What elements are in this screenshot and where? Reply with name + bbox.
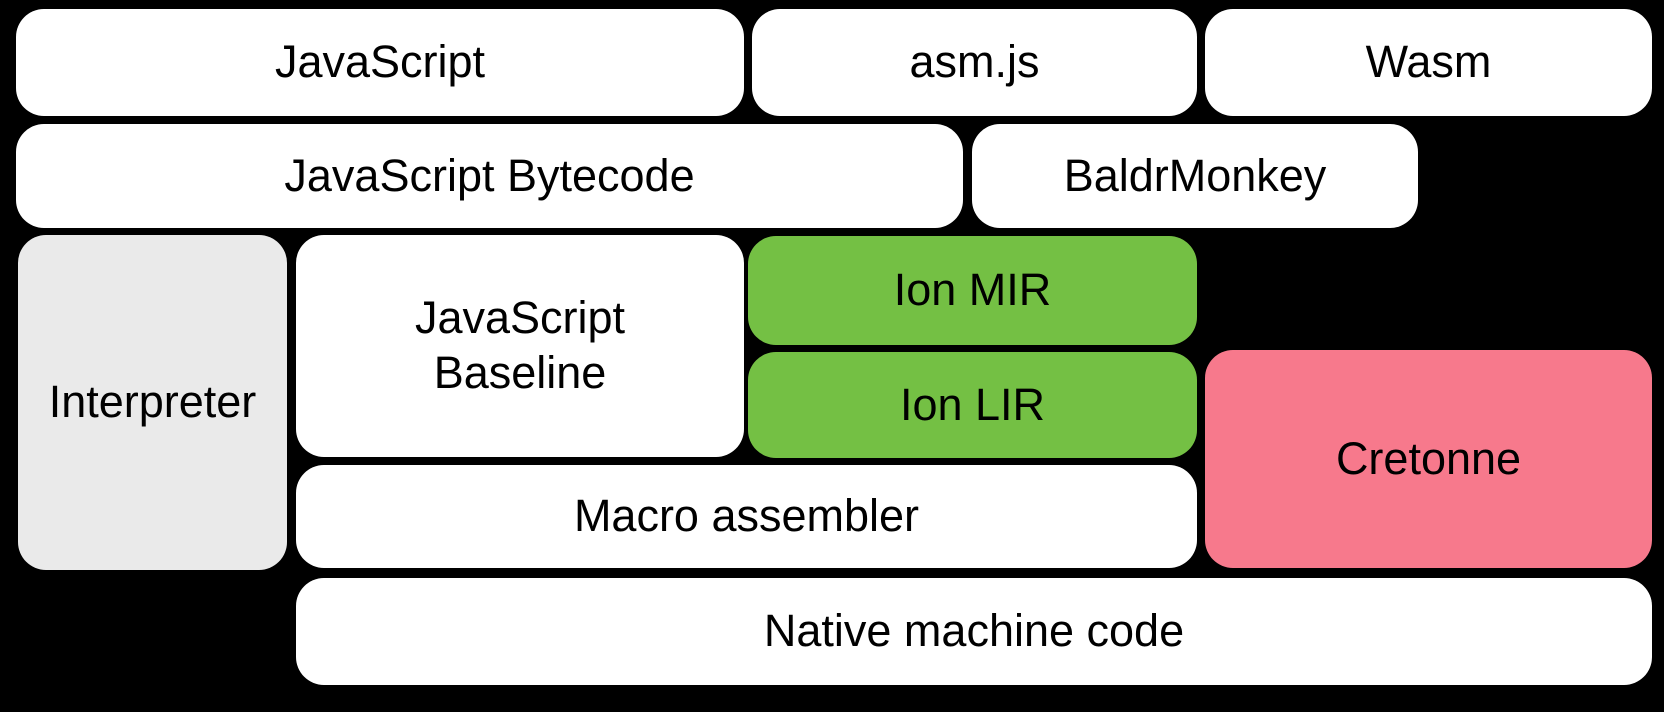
javascript-bytecode-label: JavaScript Bytecode: [284, 149, 695, 201]
macro-assembler-label: Macro assembler: [573, 490, 920, 542]
interpreter-box: Interpreter: [18, 235, 287, 570]
ion-mir-box: Ion MIR: [748, 236, 1197, 345]
javascript-baseline-box: JavaScript Baseline: [296, 235, 744, 457]
javascript-baseline-label: JavaScript Baseline: [414, 292, 626, 398]
baldrmonkey-label: BaldrMonkey: [1063, 149, 1327, 201]
native-machine-code-box: Native machine code: [296, 578, 1652, 685]
javascript-bytecode-box: JavaScript Bytecode: [16, 124, 963, 228]
ion-lir-box: Ion LIR: [748, 352, 1197, 458]
ion-lir-label: Ion LIR: [899, 378, 1046, 430]
ion-mir-label: Ion MIR: [893, 264, 1052, 316]
javascript-box: JavaScript: [16, 9, 744, 116]
javascript-label: JavaScript: [274, 36, 486, 88]
native-machine-code-label: Native machine code: [763, 605, 1185, 657]
cretonne-box: Cretonne: [1205, 350, 1652, 568]
wasm-label: Wasm: [1365, 36, 1492, 88]
cretonne-label: Cretonne: [1335, 432, 1522, 484]
wasm-box: Wasm: [1205, 9, 1652, 116]
interpreter-label: Interpreter: [48, 376, 257, 428]
macro-assembler-box: Macro assembler: [296, 465, 1197, 568]
asmjs-label: asm.js: [909, 36, 1040, 88]
baldrmonkey-box: BaldrMonkey: [972, 124, 1418, 228]
asmjs-box: asm.js: [752, 9, 1197, 116]
